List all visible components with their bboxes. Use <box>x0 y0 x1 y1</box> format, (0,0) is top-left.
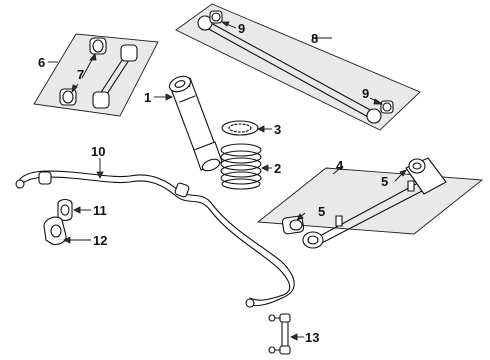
callout-5-upper: 5 <box>381 174 388 189</box>
stabilizer-bar-mount-right <box>174 182 190 198</box>
stabilizer-bar-mount-left <box>38 171 52 185</box>
lower-control-arm <box>315 157 447 246</box>
callout-13: 13 <box>305 330 319 345</box>
shock-absorber: 1 <box>144 75 223 172</box>
callout-11: 11 <box>93 203 107 218</box>
upper-link-bushing-top <box>89 37 138 62</box>
stabilizer-bracket: 12 <box>43 216 107 248</box>
track-bar-panel: 9 8 9 <box>175 3 421 131</box>
callout-1: 1 <box>144 90 151 105</box>
upper-link-bushing-bottom <box>59 88 110 109</box>
stabilizer-bushing: 11 <box>57 198 107 222</box>
control-arm-bushing-left <box>281 215 324 249</box>
lower-control-arm-panel: 4 5 5 <box>256 157 484 249</box>
callout-9-bottom: 9 <box>362 86 369 101</box>
coil-spring: 2 <box>220 143 281 190</box>
track-bar-bushing-bottom <box>366 100 394 124</box>
callout-10: 10 <box>91 144 105 159</box>
callout-8: 8 <box>311 31 318 46</box>
callout-9-top: 9 <box>238 21 245 36</box>
stabilizer-bar: 10 <box>15 144 295 308</box>
callout-4: 4 <box>336 158 344 173</box>
callout-3: 3 <box>274 122 281 137</box>
track-bar-bushing-top <box>197 10 223 31</box>
callout-6: 6 <box>38 55 45 70</box>
callout-5-lower: 5 <box>318 204 325 219</box>
callout-7: 7 <box>77 67 84 82</box>
upper-link-panel: 6 7 <box>33 33 159 117</box>
track-bar-rod <box>204 21 375 119</box>
spring-insulator: 3 <box>221 120 281 137</box>
callout-2: 2 <box>274 161 281 176</box>
callout-12: 12 <box>93 233 107 248</box>
stabilizer-link: 13 <box>268 313 319 355</box>
